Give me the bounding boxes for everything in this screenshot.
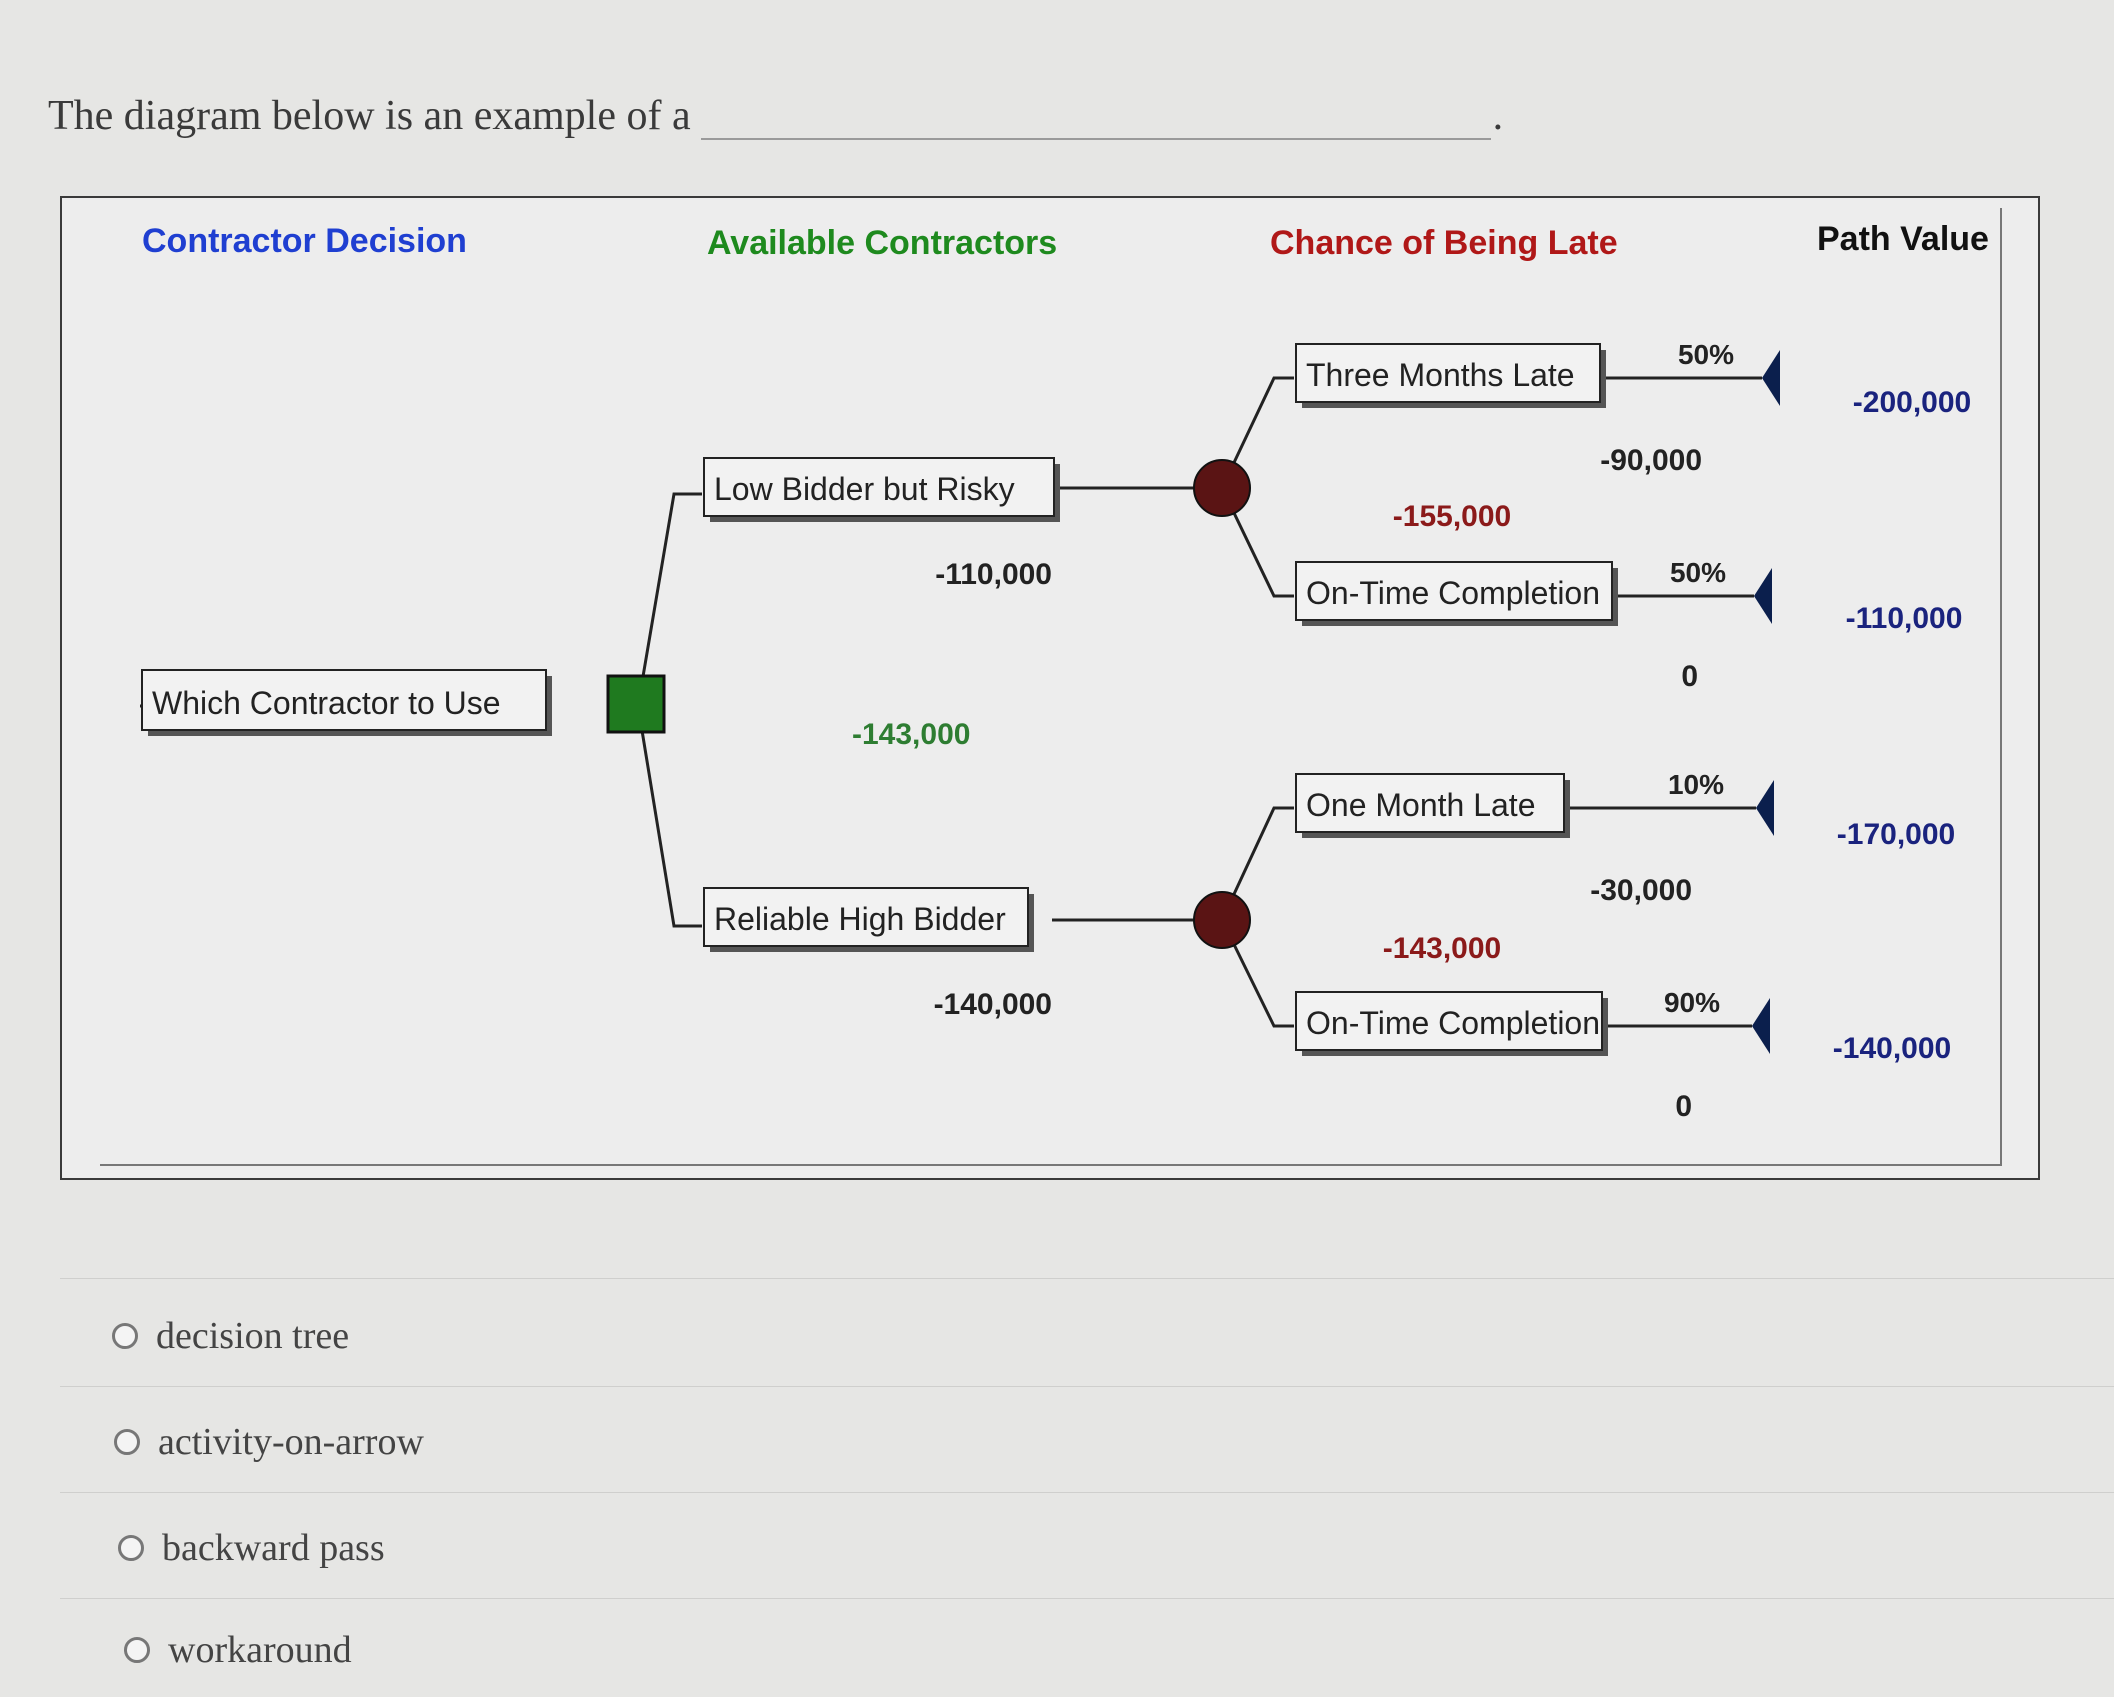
outcome-label-three-months: Three Months Late xyxy=(1306,357,1575,393)
outcome-label-ontime-2: On-Time Completion xyxy=(1306,1005,1600,1041)
branch-cost-low-bidder: -110,000 xyxy=(935,558,1052,591)
chance-ev-low-bidder: -155,000 xyxy=(1393,500,1511,533)
outcome-value-ontime-1: 0 xyxy=(1681,660,1698,693)
chance-node-reliable xyxy=(1193,891,1251,949)
question-text: The diagram below is an example of a xyxy=(48,93,691,139)
answer-blank xyxy=(700,94,1491,140)
path-value-1: -200,000 xyxy=(1853,386,1971,419)
option-backward-pass[interactable]: backward pass xyxy=(118,1526,385,1570)
option-separator xyxy=(60,1492,2114,1493)
label-box-reliable: Reliable High Bidder xyxy=(703,887,1034,952)
option-activity-on-arrow[interactable]: activity-on-arrow xyxy=(114,1420,424,1464)
label-box-three-months: Three Months Late xyxy=(1295,343,1606,408)
terminal-triangle-1 xyxy=(1762,350,1780,406)
decision-tree-diagram: Contractor Decision Available Contractor… xyxy=(140,220,1989,1123)
path-value-2: -110,000 xyxy=(1846,602,1963,635)
terminal-triangle-2 xyxy=(1754,568,1772,624)
radio-button[interactable] xyxy=(114,1429,140,1455)
outcome-value-ontime-2: 0 xyxy=(1675,1090,1692,1123)
outcome-line-three-months xyxy=(1220,376,1294,489)
decision-diagram-frame: Contractor Decision Available Contractor… xyxy=(60,196,2040,1180)
root-expected-value: -143,000 xyxy=(852,718,970,751)
option-workaround[interactable]: workaround xyxy=(124,1628,352,1672)
prob-ontime-1: 50% xyxy=(1670,557,1726,588)
path-value-3: -170,000 xyxy=(1837,818,1955,851)
header-path-value: Path Value xyxy=(1817,220,1989,258)
decision-node xyxy=(606,674,666,734)
header-chance-of-being-late: Chance of Being Late xyxy=(1270,224,1618,262)
outcome-label-one-month: One Month Late xyxy=(1306,787,1535,823)
branch-label-low-bidder: Low Bidder but Risky xyxy=(714,471,1015,507)
prob-one-month: 10% xyxy=(1668,769,1724,800)
branch-line-reliable xyxy=(636,705,702,928)
outcome-value-one-month: -30,000 xyxy=(1590,874,1692,907)
radio-button[interactable] xyxy=(118,1535,144,1561)
prob-three-months: 50% xyxy=(1678,339,1734,370)
radio-button[interactable] xyxy=(124,1637,150,1663)
outcome-line-one-month xyxy=(1220,806,1294,921)
label-box-root: Which Contractor to Use xyxy=(141,669,552,736)
root-label: Which Contractor to Use xyxy=(152,685,501,721)
chance-node-low-bidder xyxy=(1193,459,1251,517)
outcome-line-ontime-1 xyxy=(1220,487,1294,598)
label-box-ontime-2: On-Time Completion xyxy=(1295,991,1608,1056)
option-label: activity-on-arrow xyxy=(158,1421,424,1463)
header-contractor-decision: Contractor Decision xyxy=(142,222,467,260)
radio-button[interactable] xyxy=(112,1323,138,1349)
question-prompt: The diagram below is an example of a . xyxy=(48,92,1503,140)
header-available-contractors: Available Contractors xyxy=(707,224,1057,262)
question-period: . xyxy=(1492,93,1504,139)
diagram-inner-border xyxy=(100,208,2002,1166)
option-label: decision tree xyxy=(156,1315,350,1357)
option-label: backward pass xyxy=(162,1527,385,1569)
branch-cost-reliable: -140,000 xyxy=(934,988,1052,1021)
path-value-4: -140,000 xyxy=(1833,1032,1951,1065)
chance-ev-reliable: -143,000 xyxy=(1383,932,1501,965)
option-decision-tree[interactable]: decision tree xyxy=(112,1314,349,1358)
label-box-low-bidder: Low Bidder but Risky xyxy=(703,457,1060,522)
prob-ontime-2: 90% xyxy=(1664,987,1720,1018)
outcome-value-three-months: -90,000 xyxy=(1600,444,1702,477)
branch-line-low-bidder xyxy=(636,492,702,707)
label-box-one-month: One Month Late xyxy=(1295,773,1570,838)
option-label: workaround xyxy=(168,1629,352,1671)
option-separator xyxy=(60,1598,2114,1599)
option-separator xyxy=(60,1386,2114,1387)
outcome-line-ontime-2 xyxy=(1220,919,1294,1028)
terminal-triangle-4 xyxy=(1752,998,1770,1054)
label-box-ontime-1: On-Time Completion xyxy=(1295,561,1618,626)
terminal-triangle-3 xyxy=(1756,780,1774,836)
outcome-label-ontime-1: On-Time Completion xyxy=(1306,575,1600,611)
branch-label-reliable: Reliable High Bidder xyxy=(714,901,1006,937)
option-separator xyxy=(60,1278,2114,1279)
